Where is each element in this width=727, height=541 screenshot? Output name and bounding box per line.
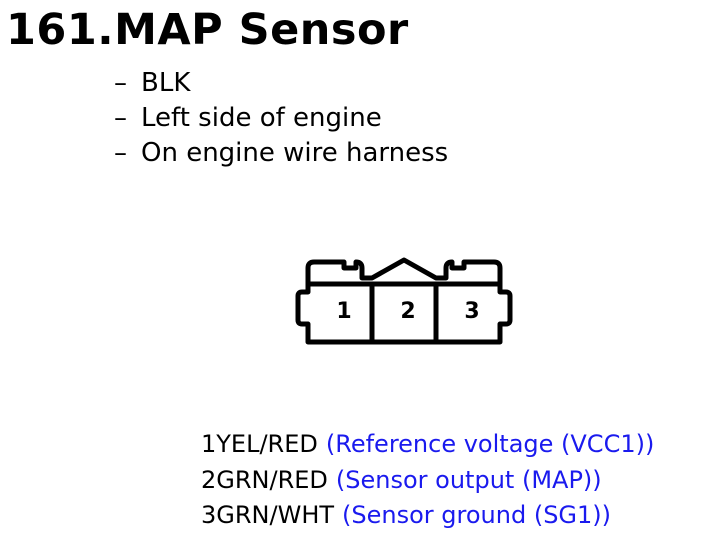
- pin-wire-color: 1YEL/RED: [201, 430, 318, 458]
- note-item: –Left side of engine: [114, 101, 448, 136]
- note-item: –BLK: [114, 66, 448, 101]
- pinout-row: 1YEL/RED(Reference voltage (VCC1)): [201, 427, 654, 463]
- note-dash: –: [114, 68, 127, 98]
- page-title: 161.MAP Sensor: [6, 5, 409, 55]
- note-text: BLK: [141, 68, 191, 98]
- pin-wire-color: 2GRN/RED: [201, 465, 328, 494]
- connector-diagram: 1 2 3: [295, 257, 513, 345]
- note-dash: –: [114, 103, 127, 133]
- pinout-row: 3GRN/WHT(Sensor ground (SG1)): [201, 498, 654, 534]
- note-text: On engine wire harness: [141, 138, 449, 168]
- pinout-row: 2GRN/RED(Sensor output (MAP)): [201, 463, 654, 499]
- connector-housing-outline: [295, 257, 513, 345]
- pin-label-2: 2: [400, 299, 415, 324]
- pin-description: (Sensor ground (SG1)): [342, 501, 612, 529]
- pin-label-3: 3: [464, 299, 479, 324]
- pin-description: (Reference voltage (VCC1)): [325, 430, 655, 458]
- pin-label-1: 1: [336, 299, 351, 324]
- pin-wire-color: 3GRN/WHT: [201, 501, 335, 529]
- note-dash: –: [114, 138, 127, 168]
- pinout-list: 1YEL/RED(Reference voltage (VCC1)) 2GRN/…: [201, 427, 654, 534]
- connector-notes: –BLK –Left side of engine –On engine wir…: [114, 66, 448, 171]
- pin-description: (Sensor output (MAP)): [335, 465, 602, 494]
- note-text: Left side of engine: [141, 103, 382, 133]
- note-item: –On engine wire harness: [114, 136, 448, 171]
